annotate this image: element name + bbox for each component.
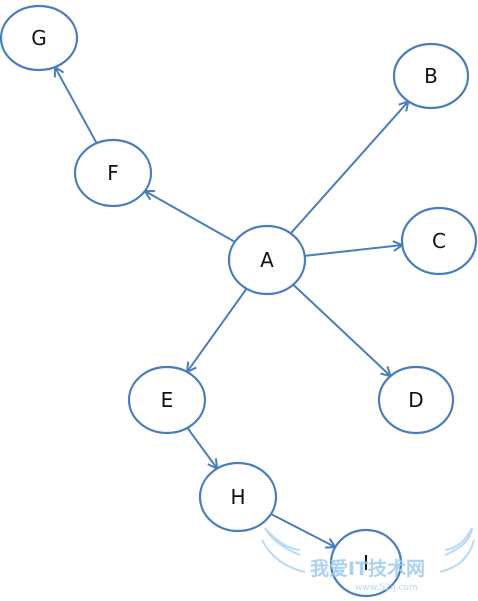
node-f: F xyxy=(73,138,153,208)
edge-h-to-i xyxy=(270,513,335,547)
node-circle xyxy=(227,224,307,296)
node-d: D xyxy=(377,365,455,435)
nodes-layer: G B F A C E D H I xyxy=(0,4,478,598)
node-label: G xyxy=(31,26,47,50)
edge-e-to-h xyxy=(186,427,217,469)
edge-f-to-g xyxy=(55,67,98,144)
watermark-url: www.52ij.com xyxy=(355,583,418,593)
node-circle xyxy=(127,365,207,435)
node-a: A xyxy=(227,224,307,296)
node-label: I xyxy=(363,551,369,575)
watermark-text: 我爱IT技术网 xyxy=(310,557,425,580)
edges-layer xyxy=(55,67,408,547)
node-b: B xyxy=(392,42,470,110)
node-circle xyxy=(73,138,153,208)
node-label: B xyxy=(424,64,438,88)
node-c: C xyxy=(400,206,478,276)
node-label: E xyxy=(161,388,174,412)
node-circle xyxy=(400,206,478,276)
edge-a-to-e xyxy=(187,288,248,372)
node-h: H xyxy=(198,461,278,533)
node-label: C xyxy=(432,229,446,253)
watermark: 我爱IT技术网 www.52ij.com xyxy=(261,527,475,593)
node-circle xyxy=(198,461,278,533)
node-label: H xyxy=(230,485,245,509)
node-label: A xyxy=(260,248,274,272)
node-circle xyxy=(329,528,403,598)
node-circle xyxy=(0,4,79,72)
node-circle xyxy=(377,365,455,435)
node-label: D xyxy=(408,388,423,412)
node-circle xyxy=(392,42,470,110)
edge-a-to-d xyxy=(292,283,390,376)
node-label: F xyxy=(107,161,119,185)
edge-a-to-c xyxy=(304,245,403,257)
edge-a-to-b xyxy=(289,101,409,235)
node-g: G xyxy=(0,4,79,72)
node-e: E xyxy=(127,365,207,435)
node-i: I xyxy=(329,528,403,598)
edge-a-to-f xyxy=(145,191,236,243)
